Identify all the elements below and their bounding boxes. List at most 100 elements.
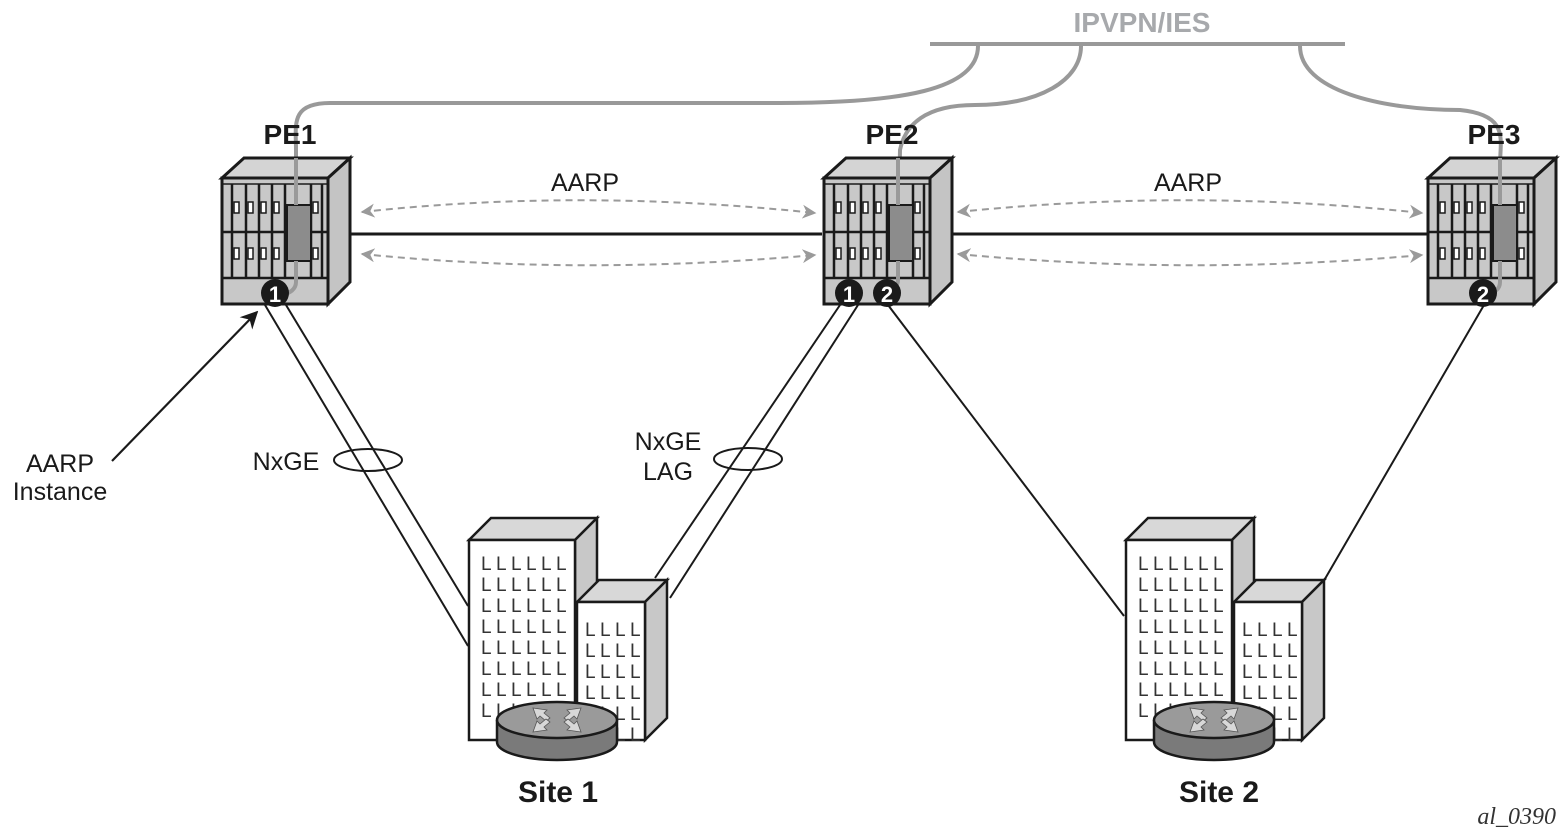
window-glyph: L [511,596,522,617]
window-glyph: L [1257,620,1268,641]
window-glyph: L [1183,554,1194,575]
window-glyph: L [1198,659,1209,680]
window-glyph: L [511,554,522,575]
window-glyph: L [526,575,537,596]
svg-text:1: 1 [269,282,281,307]
window-glyph: L [496,659,507,680]
router-label-pe3: PE3 [1468,119,1521,150]
window-glyph: L [1287,683,1298,704]
window-glyph: L [630,620,641,641]
window-glyph: L [1168,554,1179,575]
window-glyph: L [481,659,492,680]
aarp-dashed-arrow-lower [956,248,1424,267]
pe2-site2-link [887,304,1125,617]
nxge-lag-bundle-ellipse [713,447,783,471]
window-glyph: L [1138,701,1149,722]
window-glyph: L [496,617,507,638]
window-glyph: L [585,620,596,641]
window-glyph: L [541,575,552,596]
window-glyph: L [526,554,537,575]
window-glyph: L [585,641,596,662]
window-glyph: L [1287,725,1298,746]
window-glyph: L [1257,641,1268,662]
window-glyph: L [630,662,641,683]
window-glyph: L [630,704,641,725]
window-glyph: L [556,596,567,617]
pe1-site1-link-b [285,304,469,607]
window-glyph: L [600,662,611,683]
window-glyph: L [496,680,507,701]
window-glyph: L [1287,704,1298,725]
window-glyph: L [556,659,567,680]
window-glyph: L [1168,680,1179,701]
window-glyph: L [526,638,537,659]
nxge-label: NxGE [253,448,320,476]
window-glyph: L [1153,596,1164,617]
window-glyph: L [1213,638,1224,659]
window-glyph: L [481,638,492,659]
window-glyph: L [1213,596,1224,617]
window-glyph: L [615,725,626,746]
window-glyph: L [1138,554,1149,575]
window-glyph: L [1168,659,1179,680]
svg-text:2: 2 [881,282,893,307]
window-glyph: L [615,620,626,641]
window-glyph: L [1168,638,1179,659]
aarp-label-pe1-pe2: AARP [551,169,619,197]
window-glyph: L [600,620,611,641]
window-glyph: L [556,575,567,596]
window-glyph: L [511,617,522,638]
window-glyph: L [541,659,552,680]
window-glyph: L [600,683,611,704]
window-glyph: L [1183,596,1194,617]
window-glyph: L [1272,620,1283,641]
aarp-instance-label-line2: Instance [13,478,108,506]
site1-ce-router[interactable] [495,700,619,762]
window-glyph: L [1213,659,1224,680]
window-glyph: L [1272,683,1283,704]
router-label-pe1: PE1 [264,119,317,150]
window-glyph: L [1213,680,1224,701]
window-glyph: L [526,596,537,617]
window-glyph: L [1213,575,1224,596]
window-glyph: L [556,680,567,701]
pe3-site2-link [1321,304,1485,585]
window-glyph: L [541,596,552,617]
window-glyph: L [1242,641,1253,662]
window-glyph: L [1183,617,1194,638]
window-glyph: L [511,575,522,596]
window-glyph: L [1242,683,1253,704]
pe2-badge-1: 1 [835,279,863,307]
window-glyph: L [1287,620,1298,641]
window-glyph: L [481,680,492,701]
window-glyph: L [1183,638,1194,659]
window-glyph: L [1213,554,1224,575]
window-glyph: L [541,638,552,659]
window-glyph: L [585,662,596,683]
window-glyph: L [1257,662,1268,683]
pe3-badge-2: 2 [1469,279,1497,307]
window-glyph: L [615,641,626,662]
aarp-instance-label-line1: AARP [26,450,94,478]
window-glyph: L [556,638,567,659]
window-glyph: L [615,662,626,683]
window-glyph: L [1153,680,1164,701]
router-label-pe2: PE2 [866,119,919,150]
window-glyph: L [511,638,522,659]
site2-ce-router[interactable] [1152,700,1276,762]
window-glyph: L [1198,596,1209,617]
router-pe3[interactable] [1426,156,1558,306]
window-glyph: L [496,554,507,575]
window-glyph: L [511,680,522,701]
window-glyph: L [1198,575,1209,596]
pe1-site1-link-a [264,304,469,647]
router-pe1[interactable] [220,156,352,306]
svg-text:2: 2 [1477,282,1489,307]
window-glyph: L [1272,725,1283,746]
window-glyph: L [585,683,596,704]
window-glyph: L [541,554,552,575]
window-glyph: L [541,680,552,701]
window-glyph: L [1183,575,1194,596]
window-glyph: L [481,701,492,722]
pe2-site1-link-b [669,304,859,599]
